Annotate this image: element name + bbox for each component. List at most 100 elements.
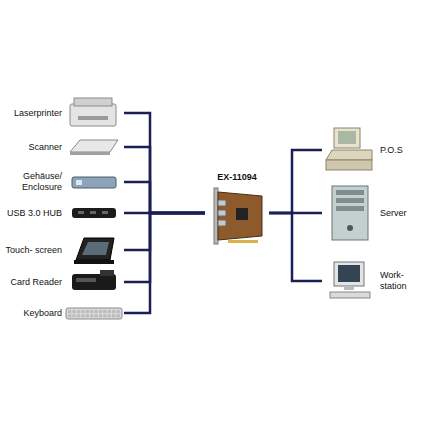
keyboard-icon-part-part [108, 310, 111, 313]
server-tower-icon-part [336, 190, 364, 195]
pcie-card-icon-part [236, 208, 248, 220]
card-reader-icon [72, 270, 116, 290]
usb-hub-icon-part [72, 208, 116, 218]
keyboard-icon-part-part [77, 314, 80, 317]
scanner-icon-part [70, 140, 118, 152]
expansion-card-node: EX-11094 [205, 170, 269, 248]
bus-connector [124, 147, 205, 213]
keyboard-icon-part-part [99, 310, 102, 313]
device-node: Work- station [322, 261, 423, 301]
bus-connector [124, 213, 205, 313]
server-tower-icon [332, 186, 368, 240]
bus-connector [124, 213, 205, 282]
usb-hub-icon-part [102, 211, 108, 214]
keyboard-icon-part-part [94, 310, 97, 313]
laserprinter-icon-part [70, 104, 116, 126]
touchscreen-icon-part [76, 238, 114, 260]
device-node: USB 3.0 HUB [2, 200, 124, 226]
device-label: Work- station [380, 270, 422, 292]
enclosure-icon-part [72, 177, 116, 188]
keyboard-icon-part-part [103, 314, 106, 317]
keyboard-icon-part-part [112, 310, 115, 313]
keyboard-icon-part-part [90, 310, 93, 313]
bus-connector [124, 113, 205, 213]
pos-terminal-icon-part [334, 128, 360, 148]
workstation-icon-part [334, 262, 364, 286]
pos-terminal-icon-part [326, 160, 372, 170]
workstation-icon-part [330, 292, 370, 298]
scanner-icon [70, 140, 118, 155]
device-label: Card Reader [2, 277, 62, 288]
device-label: EX-11094 [217, 172, 257, 183]
device-node: P.O.S [322, 127, 423, 173]
laserprinter-icon [70, 98, 116, 126]
device-label: USB 3.0 HUB [2, 208, 62, 219]
scanner-icon-part [70, 152, 110, 155]
keyboard-icon-part [66, 308, 122, 319]
laserprinter-icon-part [74, 98, 112, 106]
workstation-icon-part [338, 265, 360, 282]
enclosure-icon [72, 177, 116, 188]
server-tower-icon-part [347, 225, 353, 231]
device-label: Keyboard [2, 308, 62, 319]
keyboard-icon-part-part [99, 314, 102, 317]
card-reader-icon-part [72, 274, 116, 290]
device-node: Touch- screen [2, 235, 124, 265]
card-reader-icon-part [100, 270, 114, 276]
device-node: Server [322, 184, 423, 242]
keyboard-icon-part-part [77, 310, 80, 313]
keyboard-icon-part-part [81, 310, 84, 313]
device-node: Keyboard [2, 304, 124, 322]
pos-terminal-icon-part [326, 150, 372, 160]
bus-connector [124, 182, 205, 213]
pcie-card-icon-part [218, 192, 262, 240]
device-node: Laserprinter [2, 100, 124, 126]
touchscreen-icon-part [74, 260, 114, 264]
device-label: Laserprinter [2, 108, 62, 119]
enclosure-icon-part [76, 180, 82, 185]
keyboard-icon-part-part [108, 314, 111, 317]
workstation-icon [330, 262, 370, 298]
keyboard-icon-part-part [72, 314, 75, 317]
server-tower-icon-part [332, 186, 368, 240]
card-reader-icon-part [76, 278, 96, 282]
keyboard-icon-part-part [86, 310, 89, 313]
pcie-card-icon-part [218, 200, 226, 206]
device-label: Server [380, 208, 422, 219]
device-node: Card Reader [2, 268, 124, 296]
touchscreen-icon-part [82, 242, 109, 255]
pcie-card-icon-part [214, 188, 218, 244]
keyboard-icon-part-part [94, 314, 97, 317]
server-tower-icon-part [336, 198, 364, 203]
laserprinter-icon-part [78, 116, 108, 120]
bus-connector [269, 213, 322, 281]
usb-hub-icon [72, 208, 116, 218]
keyboard-icon-part [68, 310, 120, 318]
keyboard-icon-part-part [68, 310, 71, 313]
workstation-icon-part [344, 286, 354, 290]
device-label: Scanner [2, 142, 62, 153]
keyboard-icon-part-part [68, 314, 71, 317]
keyboard-icon-part-part [116, 310, 119, 313]
keyboard-icon-part-part [103, 310, 106, 313]
bus-connector [124, 213, 205, 250]
usb-hub-icon-part [78, 211, 84, 214]
keyboard-icon-part-part [116, 314, 119, 317]
pcie-card-icon [214, 188, 262, 244]
touchscreen-icon [74, 238, 114, 264]
device-node: Gehäuse/ Enclosure [2, 168, 124, 196]
device-label: P.O.S [380, 145, 422, 156]
device-label: Gehäuse/ Enclosure [2, 171, 62, 193]
pcie-card-icon-part [218, 210, 226, 216]
keyboard-icon-part-part [90, 314, 93, 317]
pcie-card-icon-part [218, 220, 226, 226]
device-label: Touch- screen [2, 245, 62, 256]
keyboard-icon [66, 308, 122, 319]
keyboard-icon-part-part [112, 314, 115, 317]
server-tower-icon-part [336, 206, 364, 211]
keyboard-icon-part-part [86, 314, 89, 317]
bus-connector [269, 150, 322, 213]
